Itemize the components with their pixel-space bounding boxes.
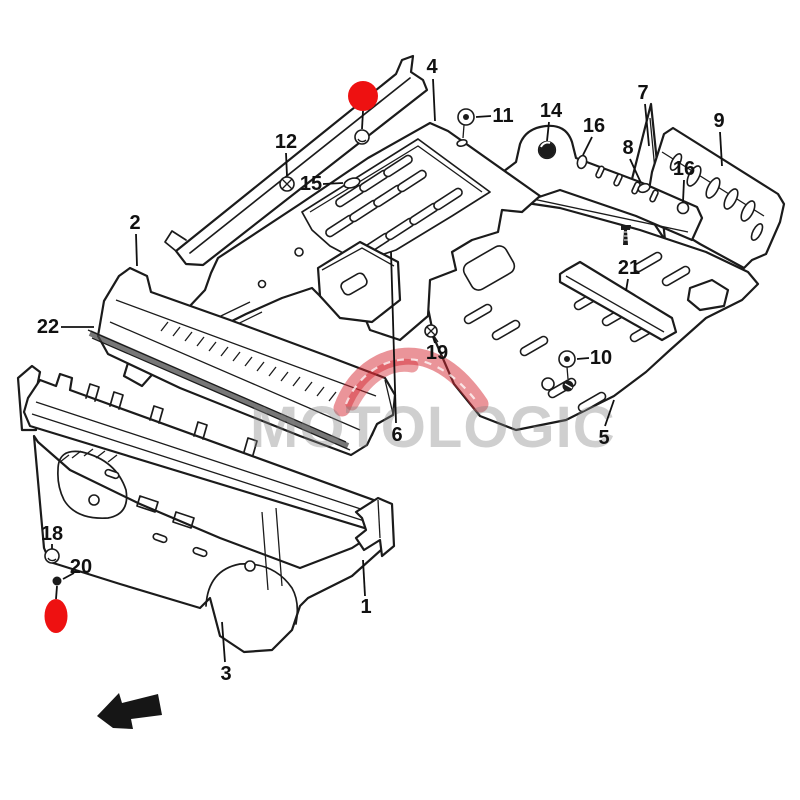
part-highlight-1[interactable] (348, 81, 378, 111)
callout-leader-12 (285, 152, 288, 177)
callout-5[interactable]: 5 (598, 427, 609, 449)
part-highlight-2[interactable] (44, 599, 68, 633)
callout-leader-20 (62, 572, 75, 580)
bolt-10-icon (558, 350, 576, 392)
callout-leader-11 (475, 115, 492, 118)
callout-leader-3 (221, 621, 226, 663)
callout-leader-19 (432, 336, 436, 344)
part-22-seal-strip (87, 329, 351, 451)
callout-4[interactable]: 4 (426, 56, 438, 78)
callout-16[interactable]: 16 (583, 115, 605, 137)
callout-9[interactable]: 9 (713, 110, 724, 132)
callout-8[interactable]: 8 (622, 137, 633, 159)
callout-1[interactable]: 1 (360, 596, 371, 618)
callout-20[interactable]: 20 (70, 556, 92, 578)
callout-10[interactable]: 10 (590, 347, 612, 369)
clip-15-icon (343, 177, 361, 189)
callout-3[interactable]: 3 (220, 663, 231, 685)
callout-14[interactable]: 14 (540, 100, 563, 122)
callout-leader-10 (576, 357, 590, 360)
fastener-20-icon (52, 576, 62, 600)
callout-leader-15 (322, 182, 344, 185)
screw-19-icon (424, 324, 439, 343)
callout-leader-9 (719, 131, 723, 167)
callout-18[interactable]: 18 (41, 523, 63, 545)
grommet-18-icon (44, 548, 60, 564)
grommet-12-icon (354, 110, 370, 145)
callout-leader-5 (604, 399, 615, 427)
callout-21[interactable]: 21 (618, 257, 640, 279)
motologic-logo-swoosh-icon (333, 347, 489, 417)
callout-16[interactable]: 16 (673, 158, 695, 180)
part-2-cowl-top (96, 266, 397, 457)
callout-leader-16 (582, 136, 593, 156)
front-direction-arrow-icon (97, 693, 162, 729)
callout-19[interactable]: 19 (426, 342, 448, 364)
grommet-14-icon (537, 140, 557, 160)
clip-16b-icon (676, 201, 690, 215)
callout-leader-7 (644, 103, 650, 147)
bolt-11-icon (456, 108, 475, 147)
part-21-crossmember (558, 260, 730, 342)
callout-leader-14 (546, 121, 550, 142)
callout-12[interactable]: 12 (275, 131, 297, 153)
fasteners (44, 108, 690, 600)
callout-15[interactable]: 15 (300, 173, 322, 195)
callout-22[interactable]: 22 (37, 316, 59, 338)
callout-2[interactable]: 2 (129, 212, 140, 234)
callout-leader-4 (432, 78, 436, 122)
callout-leader-16 (682, 179, 685, 203)
grommet-8-icon (621, 182, 651, 245)
part-1-bracket (354, 496, 396, 558)
callout-7[interactable]: 7 (637, 82, 648, 104)
callout-leader-6 (390, 251, 397, 424)
clip-16a-icon (576, 154, 588, 170)
highlight-layer (44, 81, 378, 633)
callout-6[interactable]: 6 (391, 424, 402, 446)
watermark-text: MOTOLOGIC (250, 395, 616, 460)
screw-12-icon (279, 176, 295, 192)
callout-leader-21 (625, 278, 629, 292)
callout-leader-2 (135, 233, 138, 267)
part-3-dash-panel (16, 364, 394, 654)
callout-leader-8 (629, 158, 642, 184)
callout-11[interactable]: 11 (492, 105, 513, 127)
callout-leader-1 (362, 559, 366, 597)
